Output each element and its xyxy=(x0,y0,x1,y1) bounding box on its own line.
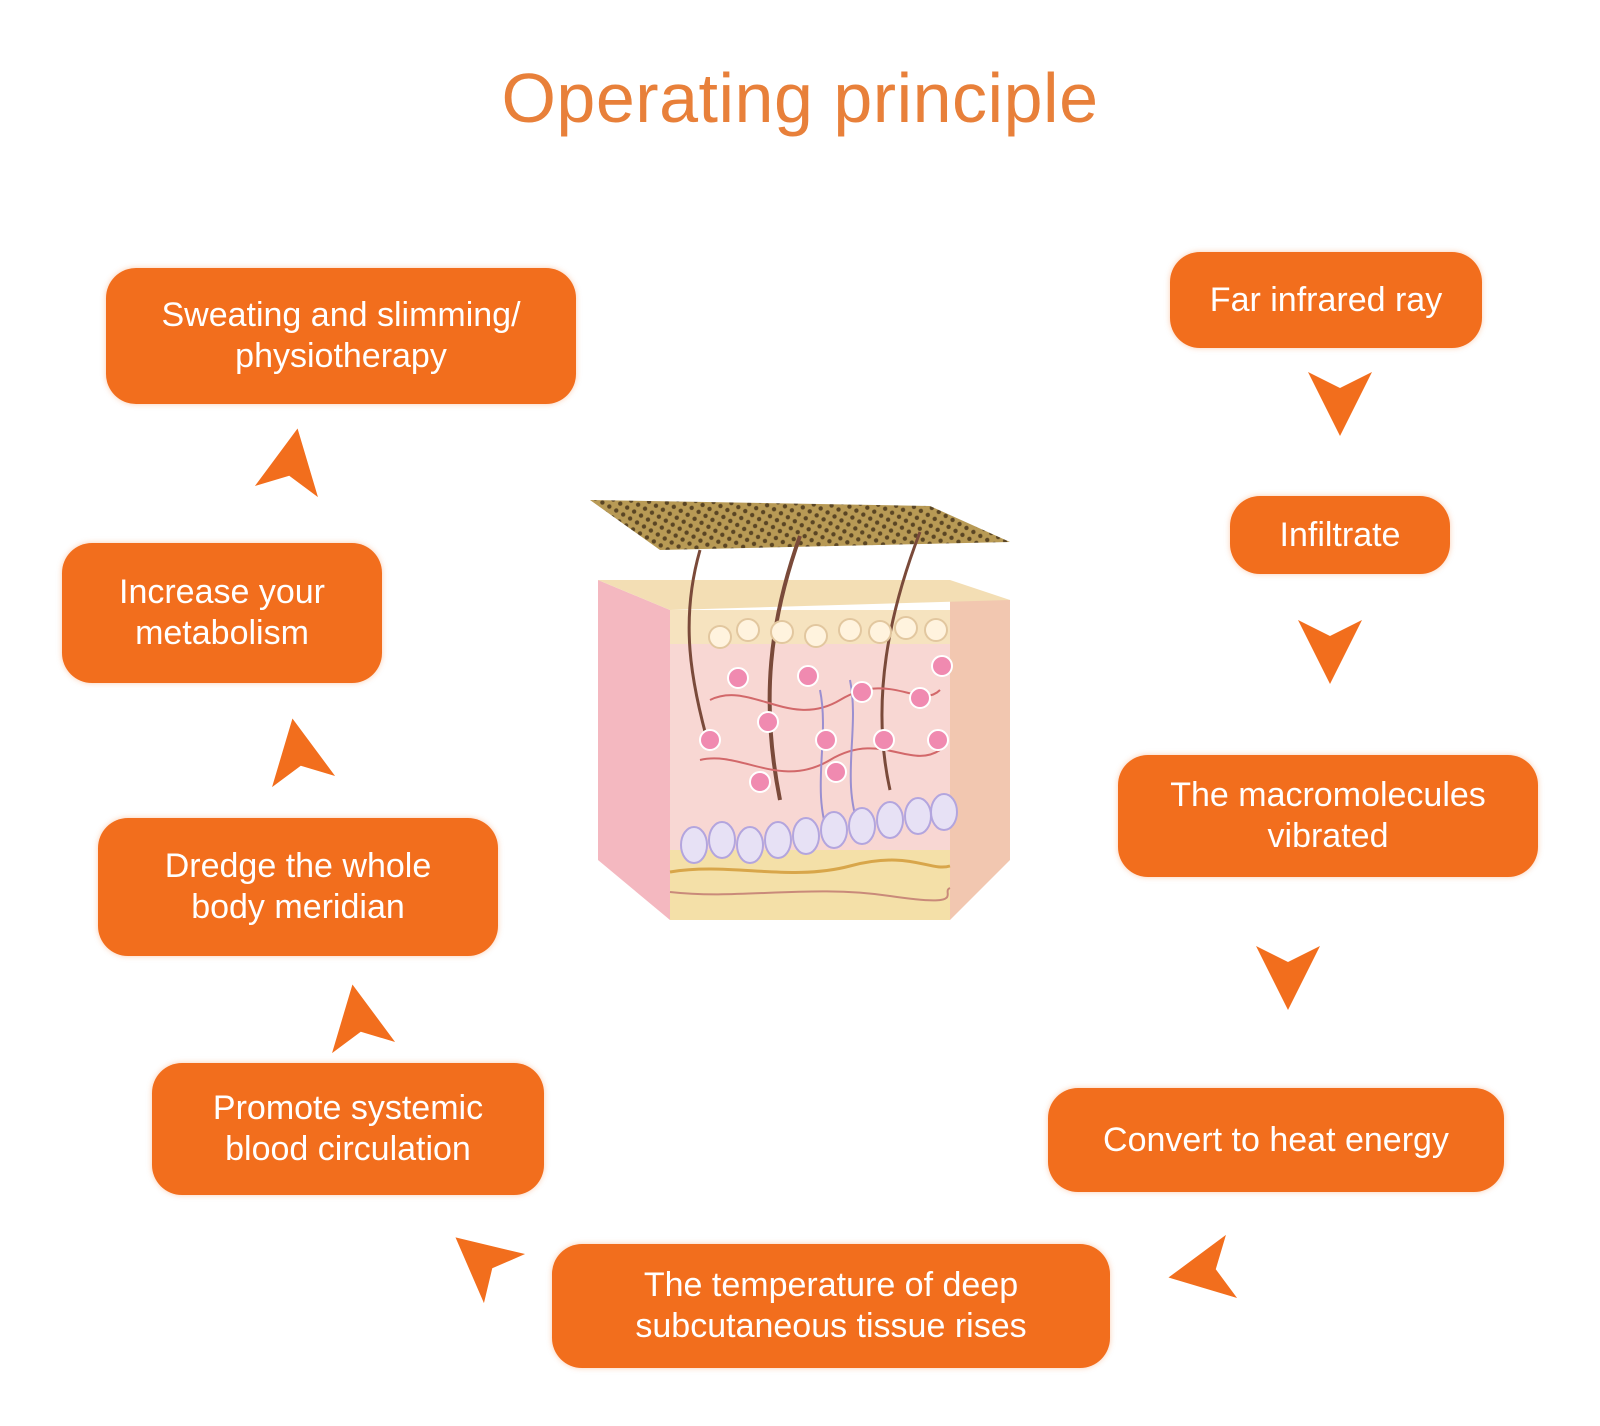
step-blood-circulation: Promote systemic blood circulation xyxy=(152,1063,544,1195)
step-sweating-slimming: Sweating and slimming/ physiotherapy xyxy=(106,268,576,404)
step-far-infrared-ray: Far infrared ray xyxy=(1170,252,1482,348)
arrow-down-icon xyxy=(1298,620,1362,684)
skin-cross-section-illustration xyxy=(590,500,1010,920)
arrow-up-icon xyxy=(272,718,336,788)
step-dredge-meridian: Dredge the whole body meridian xyxy=(98,818,498,956)
arrow-up-icon xyxy=(254,428,318,498)
step-increase-metabolism: Increase your metabolism xyxy=(62,543,382,683)
step-infiltrate: Infiltrate xyxy=(1230,496,1450,574)
arrow-up-left-icon xyxy=(455,1237,526,1304)
step-convert-heat-energy: Convert to heat energy xyxy=(1048,1088,1504,1192)
arrow-down-icon xyxy=(1308,372,1372,436)
page-title: Operating principle xyxy=(501,59,1099,137)
arrow-down-icon xyxy=(1256,946,1320,1010)
step-macromolecules-vibrated: The macromolecules vibrated xyxy=(1118,755,1538,877)
arrow-up-icon xyxy=(332,984,396,1054)
step-tissue-temperature-rises: The temperature of deep subcutaneous tis… xyxy=(552,1244,1110,1368)
arrow-left-icon xyxy=(1168,1234,1238,1298)
heating-pad xyxy=(590,500,1010,550)
